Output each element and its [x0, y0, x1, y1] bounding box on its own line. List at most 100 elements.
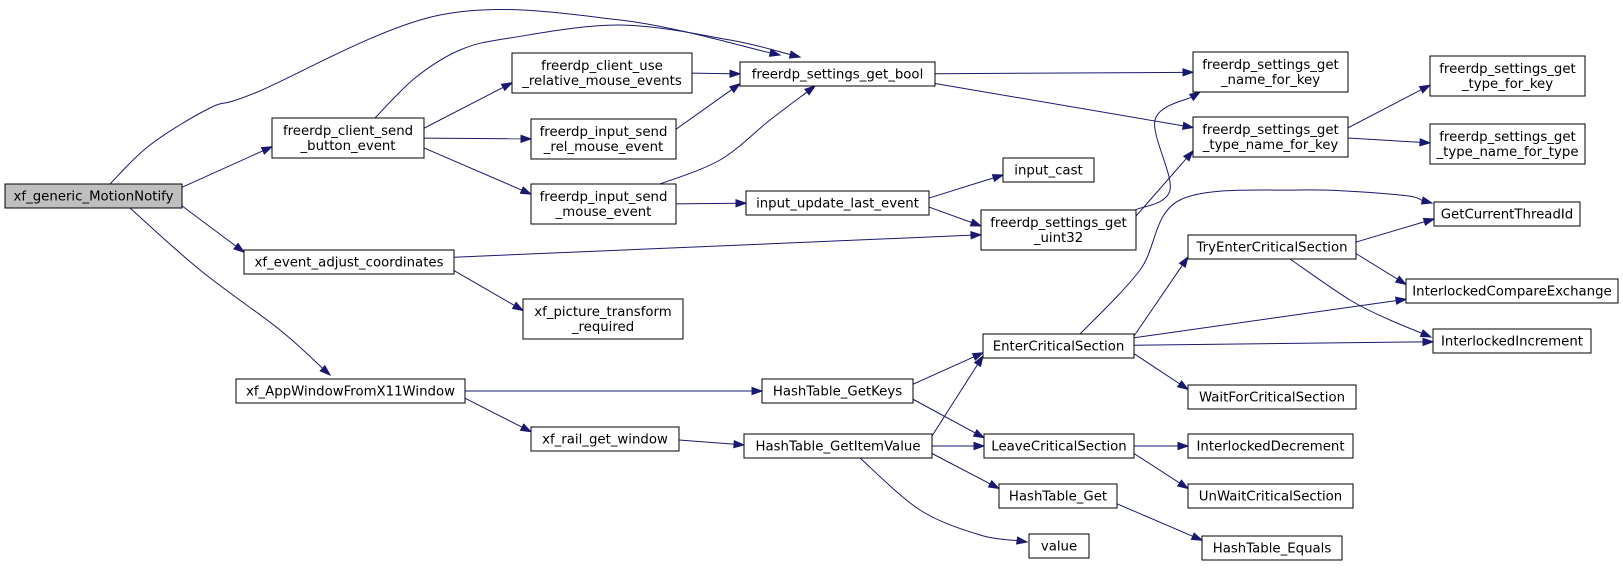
- edge-line: [464, 397, 524, 429]
- node-enter-cs[interactable]: EnterCriticalSection: [982, 333, 1135, 359]
- node-box: [1187, 483, 1354, 509]
- arrowhead: [1419, 138, 1432, 147]
- edge-line: [181, 149, 265, 188]
- arrowhead: [520, 134, 533, 143]
- node-type-name-for-type[interactable]: freerdp_settings_get_type_name_for_type: [1429, 123, 1586, 165]
- node-label: _type_name_for_key: [1202, 138, 1339, 153]
- node-leave-cs[interactable]: LeaveCriticalSection: [983, 433, 1135, 459]
- node-box: [983, 433, 1135, 459]
- edge-input-update-last-to-settings-get-uint32: [928, 206, 983, 227]
- edge-line: [1133, 300, 1398, 339]
- nodes-layer: xf_generic_MotionNotify freerdp_client_se…: [4, 51, 1619, 561]
- arrowhead: [500, 82, 514, 92]
- node-label: HashTable_GetItemValue: [755, 440, 920, 455]
- arrowhead: [1176, 479, 1190, 490]
- node-label: freerdp_settings_get: [990, 216, 1127, 231]
- arrowhead: [1394, 275, 1408, 286]
- edge-appwindow-to-hash-getkeys: [465, 386, 764, 396]
- node-label: _type_name_for_type: [1436, 145, 1579, 160]
- node-label: LeaveCriticalSection: [991, 440, 1126, 455]
- node-box: [982, 333, 1135, 359]
- node-appwindow[interactable]: xf_AppWindowFromX11Window: [235, 378, 466, 404]
- edge-event-adjust-to-settings-get-uint32: [453, 231, 983, 258]
- edge-line: [1347, 137, 1422, 143]
- edge-line: [1079, 189, 1424, 335]
- node-hash-getkeys[interactable]: HashTable_GetKeys: [761, 378, 914, 404]
- node-get-thread-id[interactable]: GetCurrentThreadId: [1433, 201, 1581, 227]
- node-type-for-key[interactable]: freerdp_settings_get_type_for_key: [1429, 55, 1586, 97]
- edge-line: [129, 207, 324, 370]
- node-interlocked-dec[interactable]: InterlockedDecrement: [1187, 433, 1354, 459]
- edge-settings-get-uint32-to-settings-get-name: [1134, 91, 1202, 211]
- arrowhead: [804, 85, 817, 96]
- node-label: _uint32: [1033, 231, 1083, 246]
- node-box: [1201, 535, 1343, 561]
- node-box: [511, 52, 693, 94]
- node-event-adjust[interactable]: xf_event_adjust_coordinates: [243, 249, 455, 275]
- node-settings-get-name[interactable]: freerdp_settings_get_name_for_key: [1192, 51, 1349, 93]
- node-box: [998, 483, 1118, 509]
- arrowhead: [1182, 149, 1194, 162]
- node-box: [1187, 433, 1354, 459]
- node-box: [1405, 278, 1619, 304]
- arrowhead: [729, 82, 742, 94]
- node-input-update-last[interactable]: input_update_last_event: [745, 190, 930, 216]
- node-settings-get-bool[interactable]: freerdp_settings_get_bool: [739, 61, 936, 87]
- node-value[interactable]: value: [1028, 533, 1090, 559]
- node-label: _relative_mouse_events: [521, 74, 682, 89]
- edge-line: [912, 355, 975, 385]
- edge-line: [453, 234, 973, 258]
- edge-input-update-last-to-input-cast: [928, 174, 1005, 199]
- node-box: [1187, 234, 1357, 260]
- node-wait-for-cs[interactable]: WaitForCriticalSection: [1187, 384, 1357, 410]
- node-settings-get-uint32[interactable]: freerdp_settings_get_uint32: [980, 209, 1137, 251]
- arrowhead: [1015, 536, 1029, 545]
- node-label: _required: [571, 320, 634, 335]
- node-client-send-button[interactable]: freerdp_client_send_button_event: [271, 117, 425, 159]
- edge-line: [928, 206, 973, 224]
- node-label: TryEnterCriticalSection: [1195, 241, 1347, 256]
- edges-layer: [109, 9, 1436, 545]
- arrowhead: [735, 199, 748, 208]
- edge-line: [931, 453, 992, 485]
- node-input-send-rel[interactable]: freerdp_input_send_rel_mouse_event: [530, 118, 677, 160]
- node-label: _type_for_key: [1461, 77, 1553, 92]
- edge-enter-cs-to-interlocked-cmpx: [1133, 296, 1408, 339]
- node-label: HashTable_Equals: [1213, 542, 1332, 557]
- node-interlocked-cmpx[interactable]: InterlockedCompareExchange: [1405, 278, 1619, 304]
- node-hash-get[interactable]: HashTable_Get: [998, 483, 1118, 509]
- edge-client-send-button-to-settings-get-bool: [374, 24, 802, 119]
- node-picture-transform[interactable]: xf_picture_transform_required: [522, 298, 684, 340]
- node-hash-equals[interactable]: HashTable_Equals: [1201, 535, 1343, 561]
- node-try-enter-cs[interactable]: TryEnterCriticalSection: [1187, 234, 1357, 260]
- node-label: freerdp_settings_get_bool: [752, 68, 924, 83]
- arrowhead: [972, 429, 986, 439]
- arrowhead: [1418, 84, 1432, 94]
- node-label: freerdp_settings_get: [1202, 58, 1339, 73]
- arrowhead: [1178, 255, 1189, 269]
- node-unwait-cs[interactable]: UnWaitCriticalSection: [1187, 483, 1354, 509]
- arrowhead: [1182, 68, 1195, 77]
- node-input-cast[interactable]: input_cast: [1002, 157, 1095, 183]
- node-rail-get-window[interactable]: xf_rail_get_window: [530, 426, 680, 452]
- edge-client-send-button-to-client-use-rel: [423, 82, 514, 129]
- edge-try-enter-cs-to-interlocked-cmpx: [1355, 253, 1408, 286]
- node-client-use-rel[interactable]: freerdp_client_use_relative_mouse_events: [511, 52, 693, 94]
- node-box: [761, 378, 914, 404]
- node-input-send-mouse[interactable]: freerdp_input_send_mouse_event: [530, 183, 677, 225]
- node-label: xf_event_adjust_coordinates: [254, 256, 443, 271]
- arrowhead: [751, 386, 764, 396]
- node-hash-getitemvalue[interactable]: HashTable_GetItemValue: [743, 433, 933, 459]
- node-box: [1187, 384, 1357, 410]
- node-settings-get-type-name[interactable]: freerdp_settings_get_type_name_for_key: [1192, 116, 1349, 158]
- node-label: xf_generic_MotionNotify: [14, 190, 174, 205]
- node-box: [1432, 328, 1592, 354]
- edge-input-send-mouse-to-input-update-last: [675, 199, 748, 208]
- edge-hash-getkeys-to-enter-cs: [912, 352, 985, 385]
- edge-try-enter-cs-to-interlocked-inc: [1289, 258, 1433, 338]
- node-box: [1192, 116, 1349, 158]
- node-xf-generic[interactable]: xf_generic_MotionNotify: [4, 183, 183, 209]
- node-interlocked-inc[interactable]: InterlockedIncrement: [1432, 328, 1592, 354]
- node-box: [1429, 55, 1586, 97]
- node-label: freerdp_input_send: [540, 190, 668, 205]
